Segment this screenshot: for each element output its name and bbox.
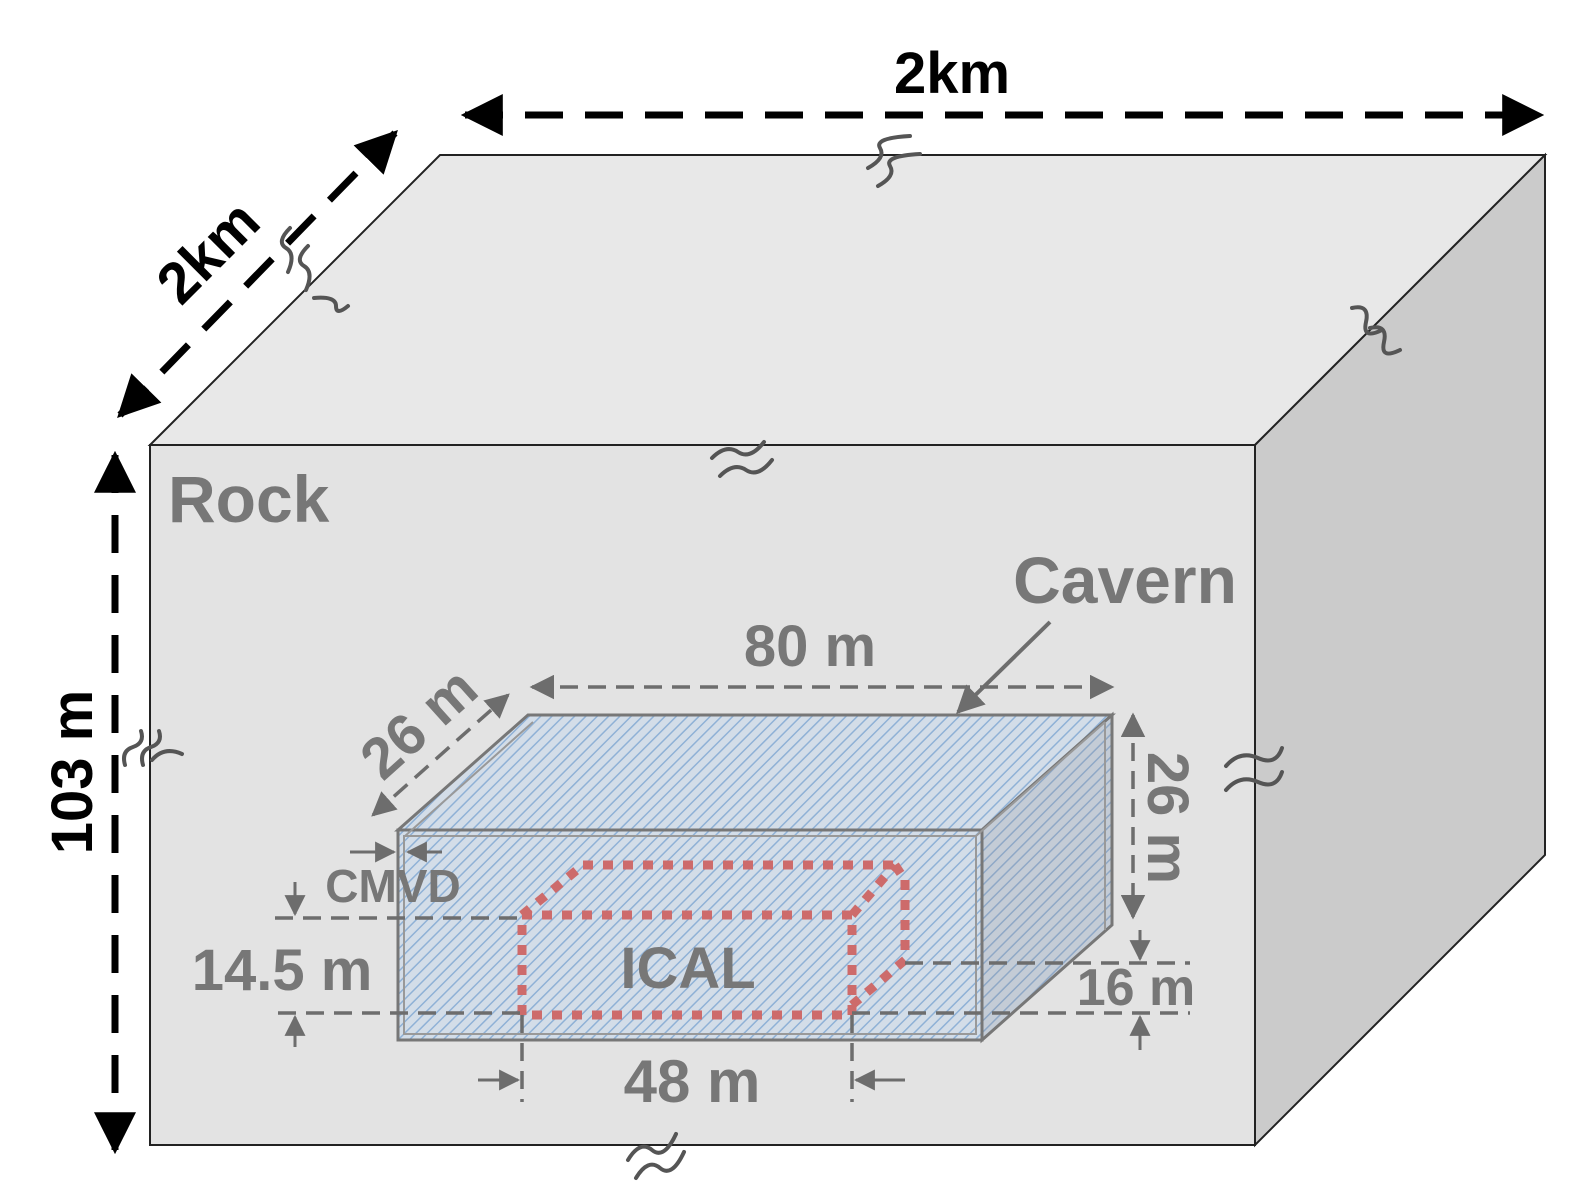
rock-block <box>147 152 1548 1148</box>
ical-label: ICAL <box>620 936 755 1001</box>
height-label: 103 m <box>40 690 105 854</box>
cavern-label: Cavern <box>1013 543 1237 617</box>
cavern-height-label: 26 m <box>1135 752 1200 884</box>
cavern-dimension-ticks <box>284 620 1151 1091</box>
cavern-dimensions <box>275 674 1190 1102</box>
cmvd-label: CMVD <box>325 860 460 912</box>
cavern-length-label: 80 m <box>744 614 876 679</box>
ical-length-label: 48 m <box>624 1048 761 1115</box>
ical-height-label: 14.5 m <box>192 938 373 1003</box>
ical-depth-label: 16 m <box>1077 959 1196 1017</box>
ical-outline <box>517 860 910 1020</box>
depth-arrow <box>117 129 398 419</box>
top-width-label: 2km <box>894 41 1010 106</box>
cavern-pointer-arrow <box>955 620 1052 714</box>
rock-dimensions <box>94 94 1545 1155</box>
rock-label: Rock <box>168 462 330 536</box>
depth-label: 2km <box>144 188 272 316</box>
cavern-inner-outline <box>403 835 977 1035</box>
cavern-depth-arrow <box>371 693 510 817</box>
